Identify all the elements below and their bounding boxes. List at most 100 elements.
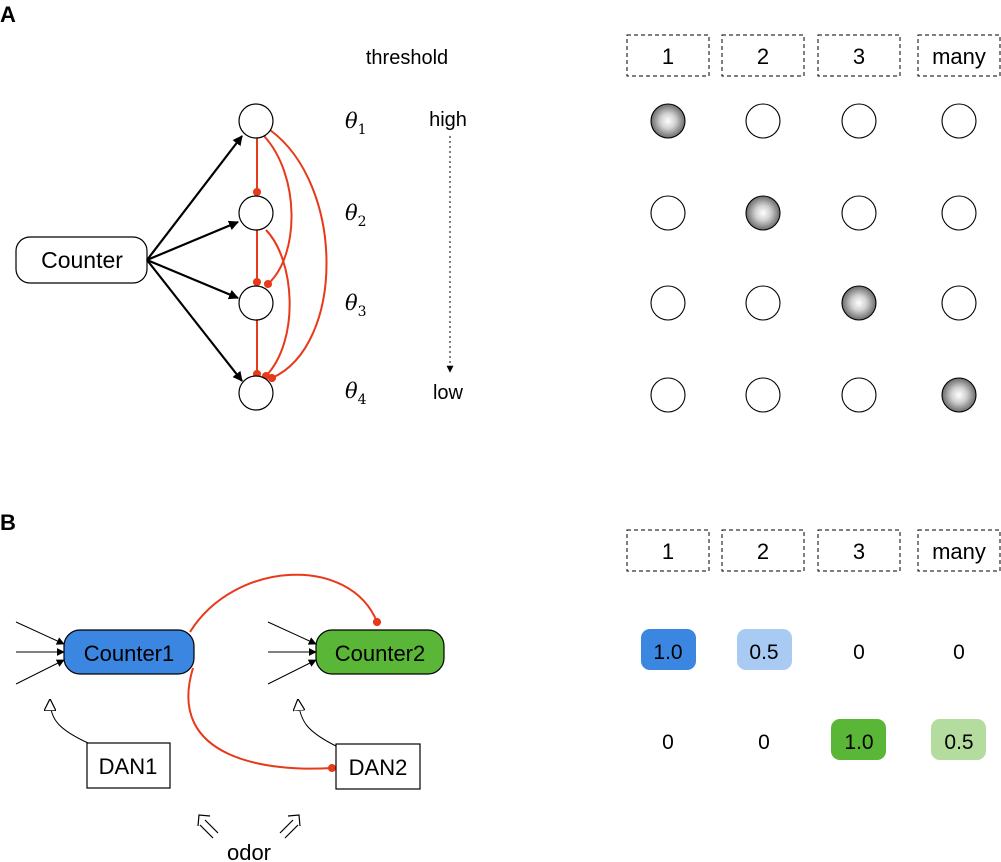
value-cell-r1-c3: 0 — [853, 641, 865, 664]
inactive-unit-r2-c1 — [650, 195, 686, 231]
panel-b-inhibitory — [187, 573, 382, 773]
active-unit-r1-c1 — [650, 103, 686, 139]
counter2-node: Counter2 — [315, 629, 445, 675]
dan1-arrow — [50, 700, 89, 744]
counter2-label: Counter2 — [335, 641, 426, 666]
odor-arrows — [197, 814, 301, 839]
value-cell-bg-r2-c4 — [931, 719, 986, 760]
inhib-1-4 — [267, 129, 328, 383]
inactive-unit-r3-c2 — [745, 285, 781, 321]
dan1-node: DAN1 — [86, 742, 171, 789]
col-header-b-4 — [917, 529, 1001, 572]
counter2-input-3 — [267, 659, 317, 685]
col-header-a-3-label: 3 — [853, 44, 865, 69]
panel-a-column-header-labels: 1 2 3 many — [662, 44, 986, 69]
counter1-label: Counter1 — [84, 641, 175, 666]
dan-modulation — [50, 700, 337, 747]
active-unit-r2-c2 — [745, 195, 781, 231]
counter-label: Counter — [41, 247, 123, 273]
value-cell-r1-c1: 1.0 — [653, 641, 682, 664]
inhib-2-4 — [261, 229, 291, 381]
col-header-b-1 — [626, 529, 710, 572]
col-header-a-1-label: 1 — [662, 44, 674, 69]
inactive-unit-r4-c1 — [650, 377, 686, 413]
value-cell-r1-c4: 0 — [953, 641, 965, 664]
col-header-a-3 — [817, 34, 901, 77]
theta-3: θ3 — [345, 291, 367, 320]
value-table: 1.0 0.5 0 0 0 0 1.0 0.5 — [641, 629, 986, 760]
value-cell-r2-c3: 1.0 — [844, 731, 873, 754]
col-header-a-2 — [721, 34, 805, 77]
odor-arrow-left — [197, 814, 219, 839]
inactive-unit-r3-c1 — [650, 285, 686, 321]
low-label: low — [433, 382, 464, 404]
col-header-a-4 — [917, 34, 1001, 77]
value-cell-bg-r2-c3 — [831, 719, 886, 760]
excitatory-arrow-2 — [146, 220, 239, 262]
dan2-arrow — [298, 700, 337, 747]
inactive-unit-r1-c2 — [745, 103, 781, 139]
theta-2: θ2 — [345, 201, 367, 230]
col-header-b-3 — [817, 529, 901, 572]
counter1-input-1 — [15, 621, 65, 645]
excitatory-connections — [146, 135, 243, 382]
dan1-label: DAN1 — [99, 754, 158, 779]
excitatory-arrow-4 — [146, 259, 243, 382]
inactive-unit-r3-c4 — [941, 285, 977, 321]
counter-node: Counter — [15, 236, 148, 284]
col-header-a-2-label: 2 — [757, 44, 769, 69]
panel-a-column-headers — [626, 34, 1001, 77]
panel-a-label: A — [0, 2, 16, 27]
inhibitory-connections — [252, 129, 328, 383]
neuron-3 — [238, 285, 274, 321]
counter1-inputs — [15, 621, 65, 685]
counter1-input-3 — [15, 659, 65, 685]
value-cell-r2-c4: 0.5 — [944, 731, 973, 754]
col-header-b-2 — [721, 529, 805, 572]
counter2-input-1 — [267, 621, 317, 645]
threshold-header: threshold — [366, 47, 448, 69]
theta-1: θ1 — [345, 109, 367, 138]
neuron-1 — [238, 103, 274, 139]
activation-grid — [650, 103, 977, 413]
value-cell-bg-r1-c2 — [737, 629, 792, 670]
inactive-unit-r4-c3 — [841, 377, 877, 413]
dan2-node: DAN2 — [335, 743, 421, 790]
value-cell-r2-c2: 0 — [758, 731, 770, 754]
counter2-inputs — [267, 621, 317, 685]
neuron-4 — [238, 375, 274, 411]
excitatory-arrow-1 — [146, 135, 243, 261]
inactive-unit-r2-c3 — [841, 195, 877, 231]
panel-b-column-headers — [626, 529, 1001, 572]
counter1-to-dan2-inhib — [187, 667, 337, 773]
dan2-label: DAN2 — [349, 755, 408, 780]
theta-labels: θ1 θ2 θ3 θ4 — [345, 109, 367, 408]
high-label: high — [429, 109, 467, 131]
value-cell-r1-c2: 0.5 — [749, 641, 778, 664]
col-header-b-2-label: 2 — [757, 539, 769, 564]
col-header-b-4-label: many — [932, 539, 986, 564]
col-header-b-1-label: 1 — [662, 539, 674, 564]
active-unit-r3-c3 — [841, 285, 877, 321]
inhib-1-3 — [263, 135, 293, 289]
col-header-a-4-label: many — [932, 44, 986, 69]
active-unit-r4-c4 — [941, 377, 977, 413]
neuron-2 — [238, 195, 274, 231]
value-cell-r2-c1: 0 — [662, 731, 674, 754]
inactive-unit-r4-c2 — [745, 377, 781, 413]
panel-b-column-header-labels: 1 2 3 many — [662, 539, 986, 564]
inactive-unit-r2-c4 — [941, 195, 977, 231]
col-header-a-1 — [626, 34, 710, 77]
col-header-b-3-label: 3 — [853, 539, 865, 564]
odor-arrow-right — [279, 814, 301, 839]
neuron-column — [238, 103, 274, 411]
excitatory-arrow-3 — [146, 258, 239, 300]
inactive-unit-r1-c4 — [941, 103, 977, 139]
counter1-to-counter2-inhib — [189, 573, 382, 633]
counter1-node: Counter1 — [63, 629, 195, 675]
inactive-unit-r1-c3 — [841, 103, 877, 139]
theta-4: θ4 — [345, 379, 367, 408]
value-cell-bg-r1-c1 — [641, 629, 696, 670]
odor-label: odor — [227, 840, 271, 862]
panel-b-label: B — [0, 510, 16, 535]
